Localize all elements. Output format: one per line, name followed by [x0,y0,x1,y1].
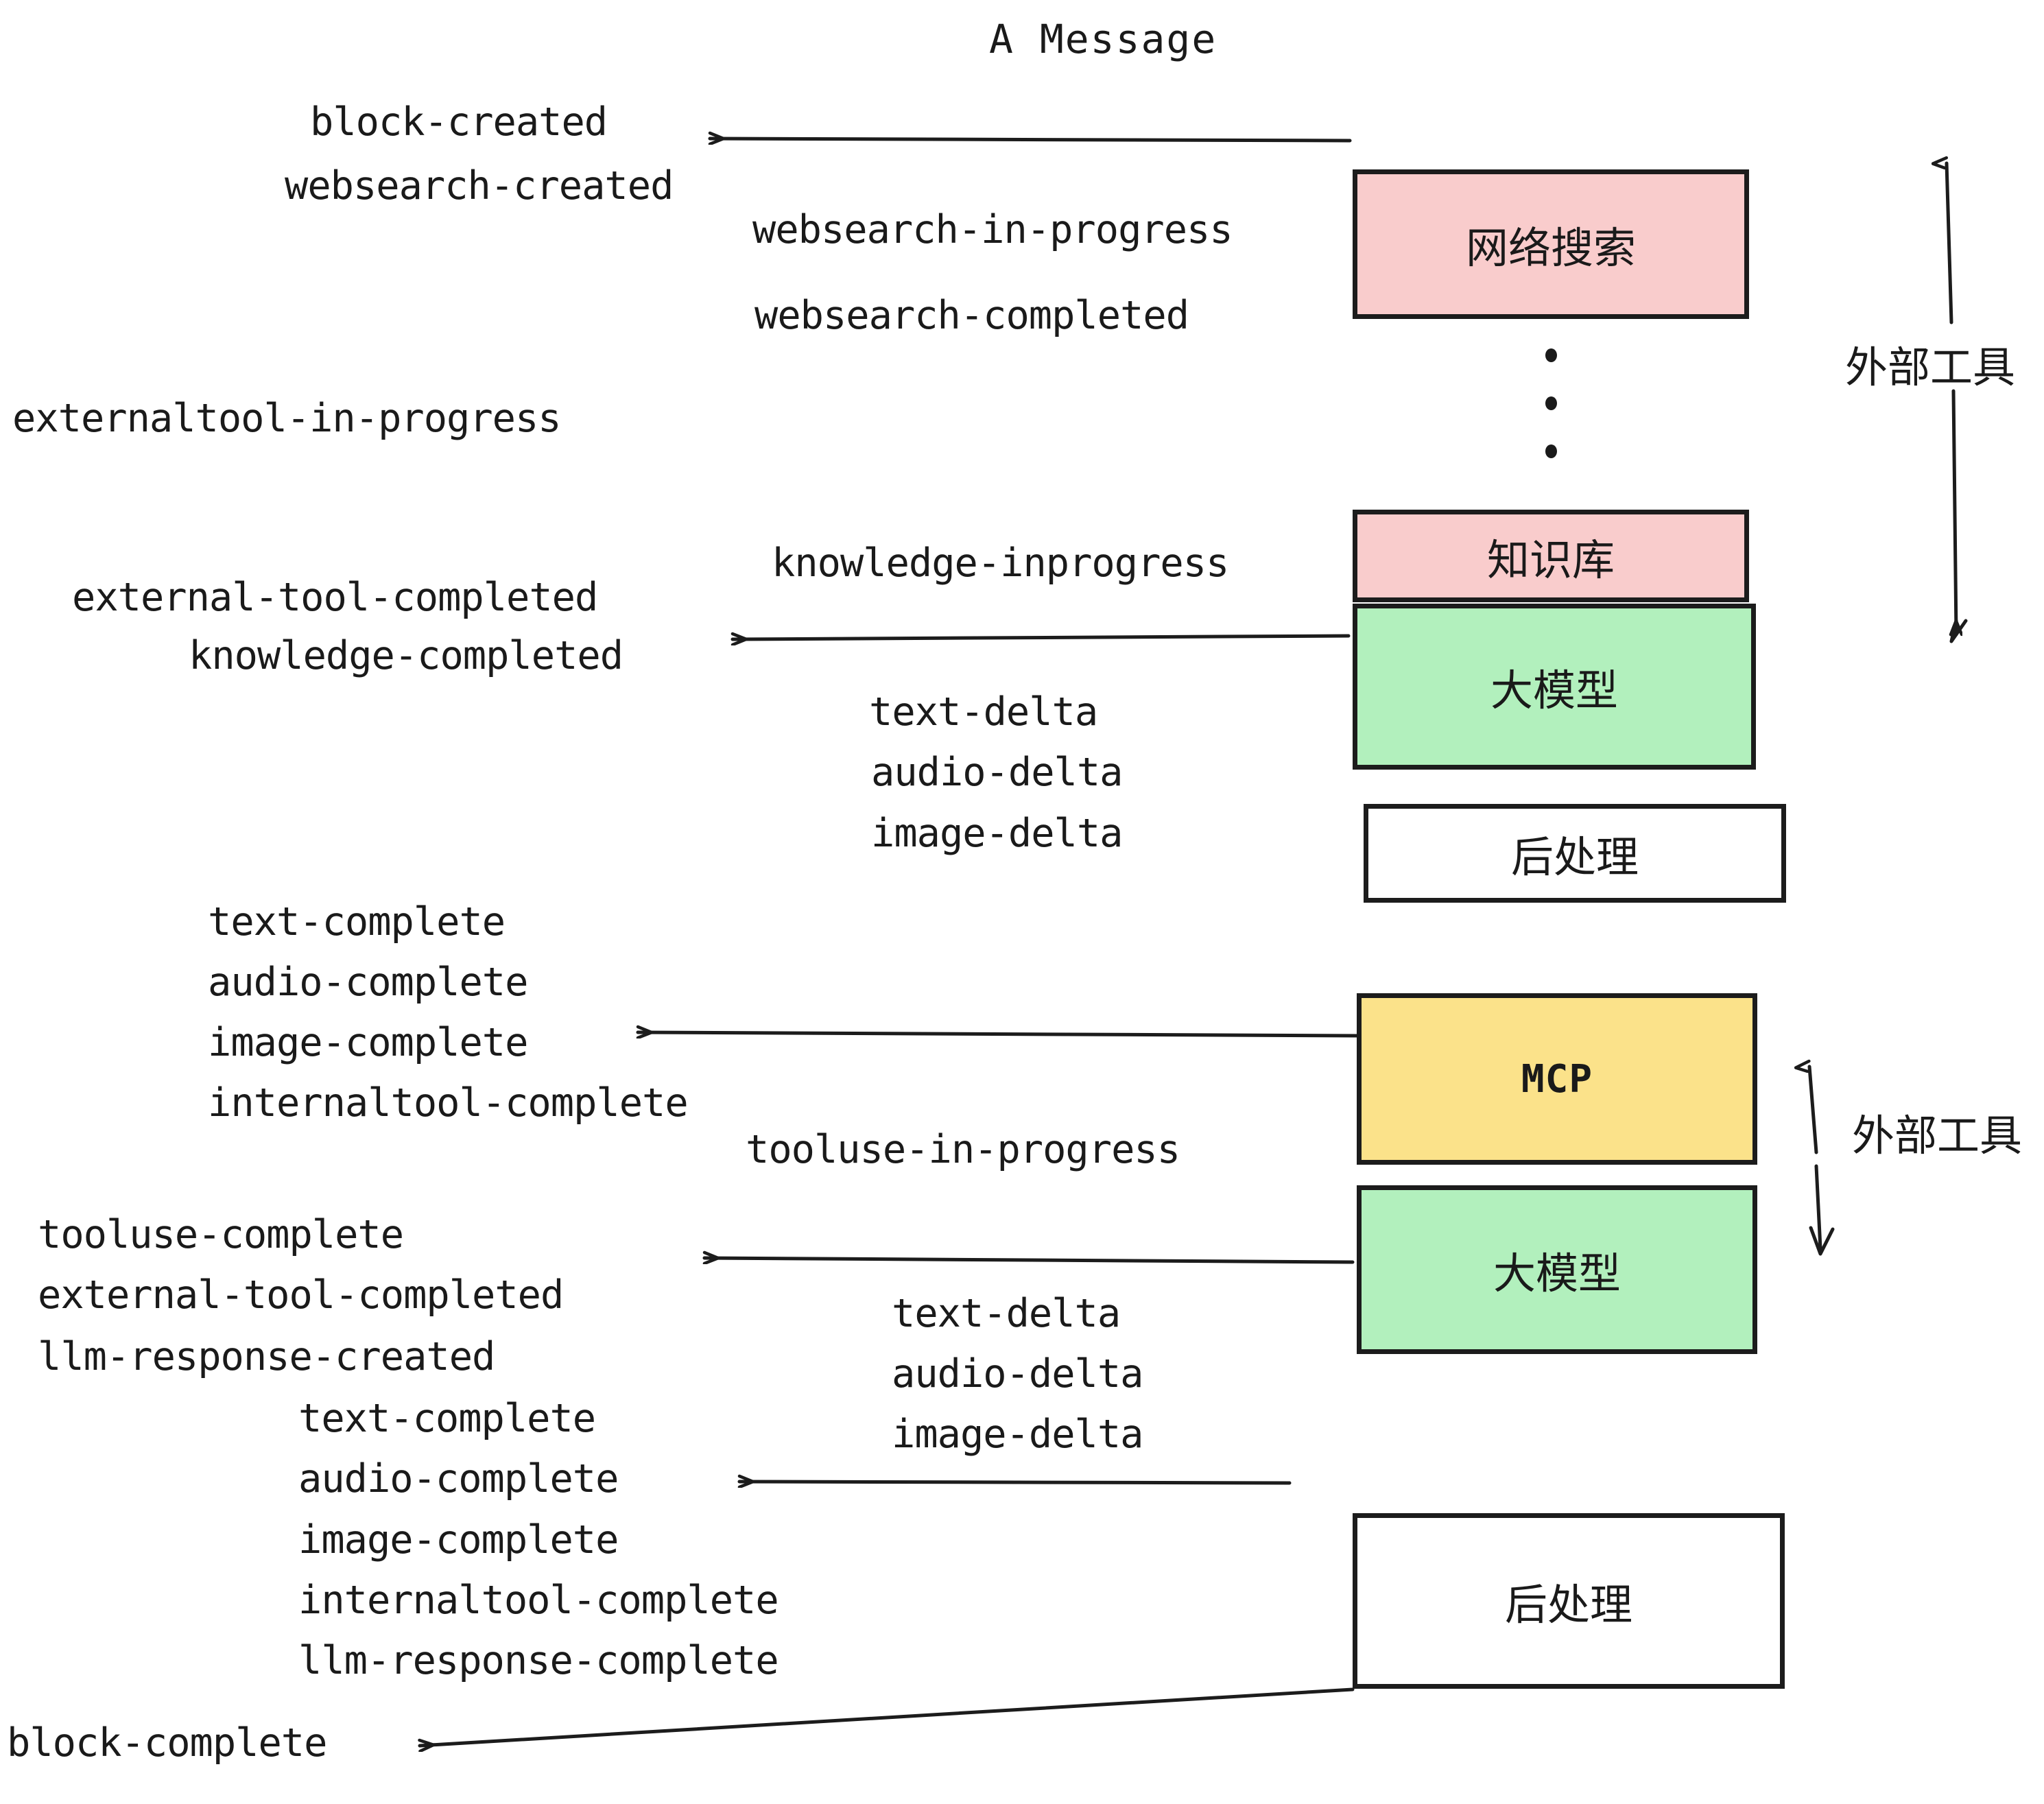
event-text-complete-1: text-complete [208,899,506,945]
vertical-ellipsis [1545,348,1557,458]
event-image-delta-2: image-delta [892,1412,1143,1457]
external-tool-arrow-top [1947,163,1968,643]
box-llm-1-label: 大模型 [1490,665,1618,715]
event-internaltool-complete-2: internaltool-complete [298,1578,779,1623]
event-internaltool-complete-1: internaltool-complete [208,1080,689,1126]
box-postprocess-2[interactable]: 后处理 [1353,1513,1785,1689]
external-tool-arrow-bottom [1809,1067,1835,1256]
event-image-complete-2: image-complete [298,1517,619,1563]
event-llm-response-complete: llm-response-complete [298,1638,779,1683]
box-mcp-label: MCP [1521,1056,1593,1102]
box-postprocess-2-label: 后处理 [1504,1580,1632,1630]
event-externaltool-in-progress: externaltool-in-progress [12,396,562,441]
event-block-created: block-created [310,99,608,145]
arrow-llm2-to-audio-complete [737,1482,1292,1483]
event-audio-delta-1: audio-delta [871,750,1123,795]
event-text-delta-1: text-delta [869,689,1098,735]
box-knowledge-label: 知识库 [1486,534,1615,585]
box-websearch-label: 网络搜索 [1465,223,1636,273]
event-websearch-created: websearch-created [285,163,674,209]
box-mcp[interactable]: MCP [1357,993,1757,1165]
event-audio-complete-1: audio-complete [208,960,528,1005]
event-knowledge-completed: knowledge-completed [189,633,623,678]
box-llm-1[interactable]: 大模型 [1353,604,1756,770]
annotation-external-tool-bottom: 外部工具 [1852,1111,2023,1161]
event-tooluse-complete: tooluse-complete [38,1212,404,1257]
event-tooluse-in-progress: tooluse-in-progress [746,1127,1180,1172]
event-audio-complete-2: audio-complete [298,1456,619,1502]
box-websearch[interactable]: 网络搜索 [1353,169,1749,319]
arrow-postprocess1-to-image-complete [636,1032,1363,1036]
annotation-external-tool-top: 外部工具 [1845,342,2016,392]
event-block-complete: block-complete [7,1720,327,1766]
event-llm-response-created: llm-response-created [38,1334,495,1379]
box-knowledge[interactable]: 知识库 [1353,510,1749,602]
diagram-title: A Message [989,16,1217,62]
event-image-delta-1: image-delta [871,811,1123,856]
event-websearch-in-progress: websearch-in-progress [752,207,1233,252]
arrow-websearch-to-created [708,139,1352,141]
box-llm-2[interactable]: 大模型 [1357,1185,1757,1354]
box-postprocess-1[interactable]: 后处理 [1364,804,1786,903]
event-external-tool-completed-1: external-tool-completed [72,575,598,620]
arrow-postprocess2-to-block-complete [420,1687,1355,1746]
event-text-delta-2: text-delta [892,1291,1121,1336]
event-external-tool-completed-2: external-tool-completed [38,1272,564,1318]
box-postprocess-1-label: 后处理 [1510,832,1639,882]
event-image-complete-1: image-complete [208,1020,528,1065]
event-text-complete-2: text-complete [298,1396,596,1441]
arrow-knowledge-to-completed [730,636,1351,639]
box-llm-2-label: 大模型 [1493,1248,1621,1298]
event-knowledge-inprogress: knowledge-inprogress [772,541,1229,586]
event-audio-delta-2: audio-delta [892,1351,1143,1397]
event-websearch-completed: websearch-completed [754,293,1189,338]
arrow-mcp-to-tooluse-complete [702,1258,1355,1262]
